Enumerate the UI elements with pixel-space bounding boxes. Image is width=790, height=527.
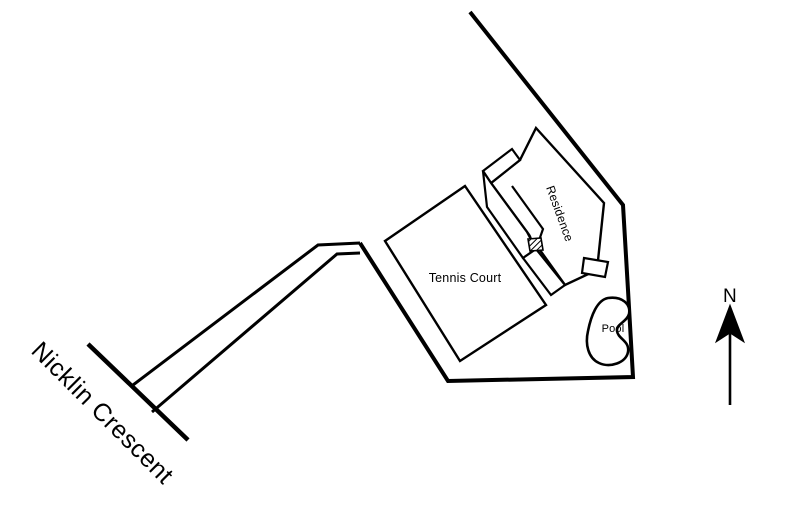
property-boundary xyxy=(358,10,636,384)
pool-label: Pool xyxy=(602,323,625,335)
residence-entry-step xyxy=(527,237,544,252)
driveway xyxy=(132,241,361,414)
north-arrow: N xyxy=(714,286,746,405)
north-label: N xyxy=(723,286,737,307)
residence-rear-extension xyxy=(521,247,567,297)
residence: Residence xyxy=(481,125,610,297)
boundary-outline xyxy=(358,10,636,384)
north-arrow-head-icon xyxy=(714,303,746,344)
driveway-edge-north xyxy=(132,241,361,387)
tennis-court: Tennis Court xyxy=(383,184,548,363)
tennis-court-label: Tennis Court xyxy=(429,271,502,285)
tennis-court-outline xyxy=(383,184,548,363)
driveway-edge-south xyxy=(151,251,361,414)
pool-outline xyxy=(585,296,631,367)
residence-porch xyxy=(580,256,610,279)
street-centerline xyxy=(86,342,190,442)
street-nicklin-crescent xyxy=(86,342,190,442)
pool: Pool xyxy=(585,296,631,367)
